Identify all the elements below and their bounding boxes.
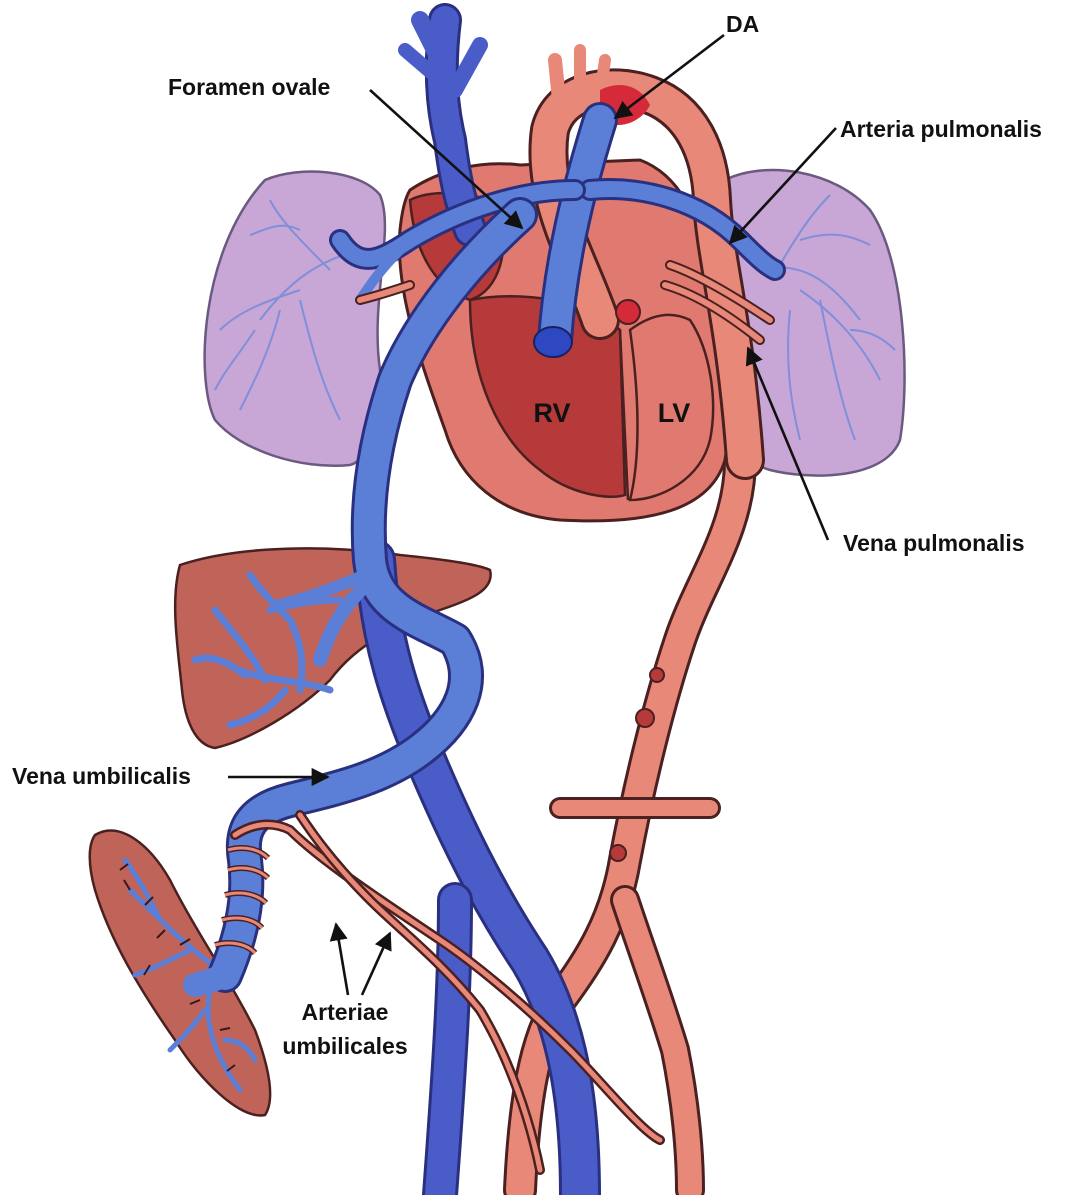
arteria-pulmonalis-label: Arteria pulmonalis xyxy=(840,116,1042,142)
arteriae-umbilicales-arrow-1 xyxy=(336,924,348,995)
lv-label: LV xyxy=(658,398,691,428)
da-label: DA xyxy=(726,11,759,37)
vena-pulmonalis-label: Vena pulmonalis xyxy=(843,530,1025,556)
arteriae-umbilicales-arrow-2 xyxy=(362,933,390,995)
arteriae-umbilicales-label-line2: umbilicales xyxy=(282,1033,407,1059)
rv-label: RV xyxy=(533,398,570,428)
foramen-ovale-label: Foramen ovale xyxy=(168,74,330,100)
left-lung xyxy=(205,172,385,466)
vena-umbilicalis-label: Vena umbilicalis xyxy=(12,763,191,789)
arteriae-umbilicales-label-line1: Arteriae xyxy=(302,999,389,1025)
